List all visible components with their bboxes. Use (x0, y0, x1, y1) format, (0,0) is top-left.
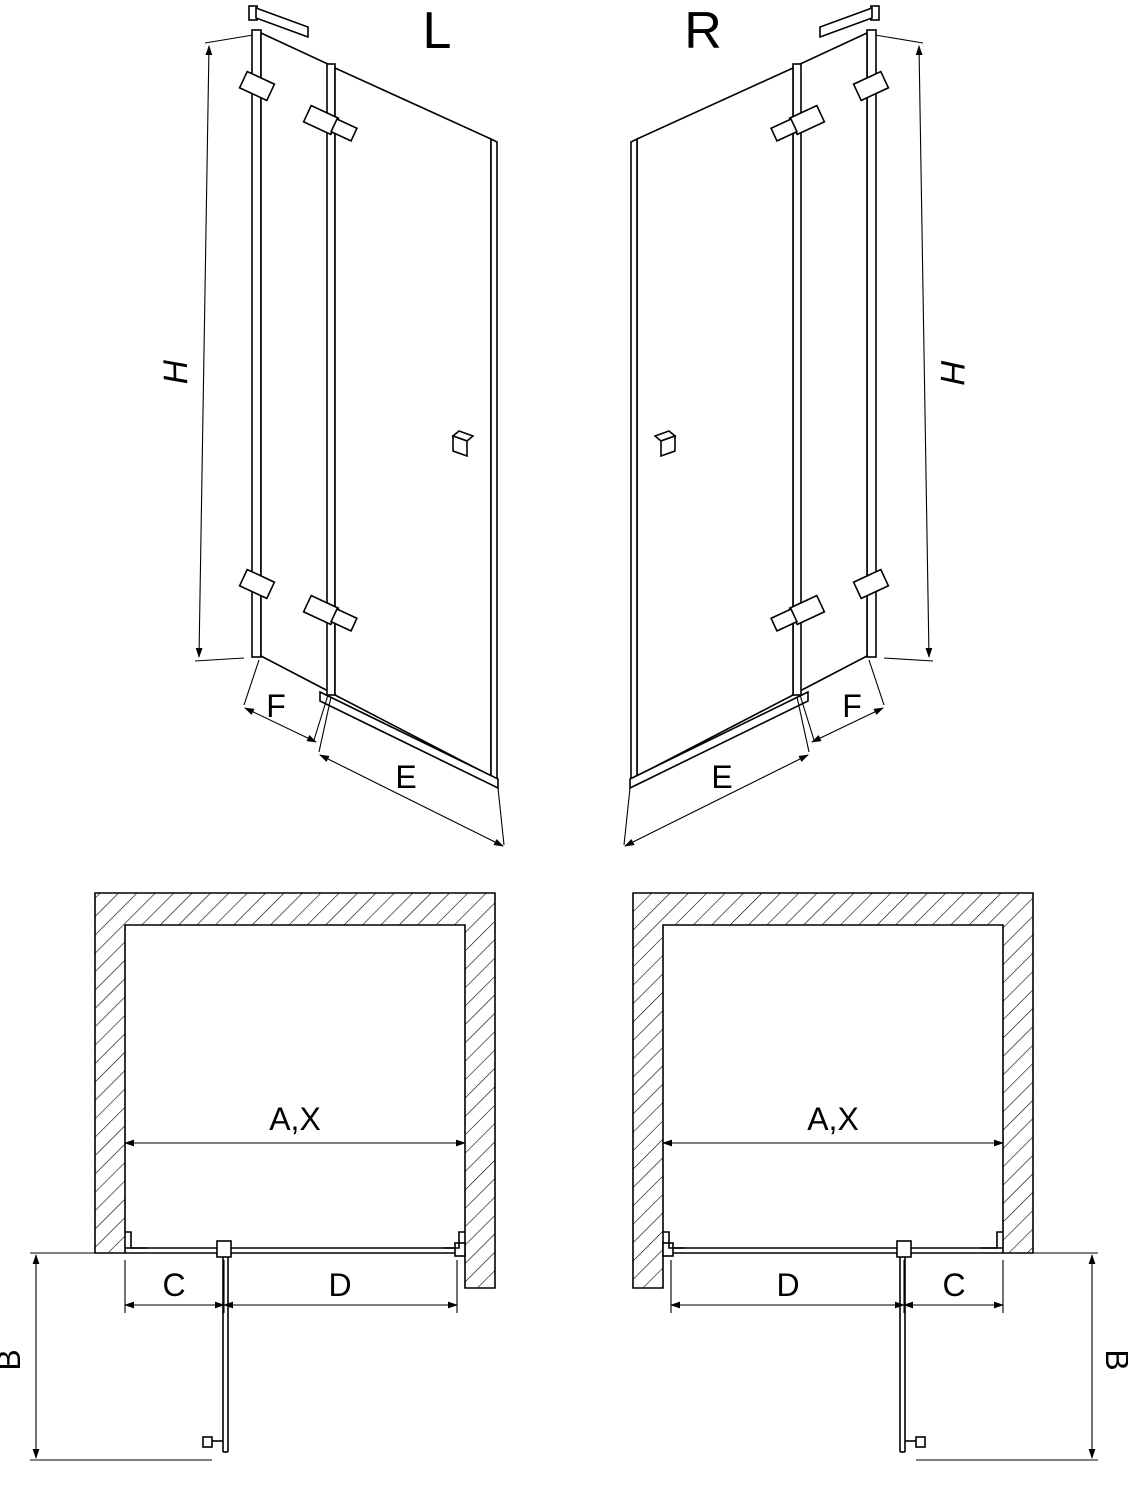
right-perspective-view (624, 6, 933, 846)
plan-right-walls (632, 892, 1034, 1289)
dim-label-b-right: B (1099, 1349, 1128, 1370)
dim-label-h-left: H (157, 359, 195, 385)
left-perspective-view (195, 6, 504, 846)
dim-label-f-left: F (266, 688, 286, 724)
dim-label-h-right: H (933, 360, 971, 386)
dim-label-f-right: F (842, 688, 862, 724)
dim-label-e-right: E (711, 759, 732, 795)
dim-label-d-right: D (776, 1267, 799, 1303)
dim-label-ax-right: A,X (807, 1101, 859, 1137)
dim-label-c-left: C (162, 1267, 185, 1303)
dim-label-ax-left: A,X (269, 1101, 321, 1137)
variant-label-right: R (684, 2, 722, 60)
dim-label-e-left: E (395, 759, 416, 795)
variant-label-left: L (423, 2, 452, 60)
plan-left-walls (94, 892, 496, 1289)
dim-label-c-right: C (942, 1267, 965, 1303)
dim-label-d-left: D (328, 1267, 351, 1303)
dim-label-b-left: B (0, 1349, 27, 1370)
